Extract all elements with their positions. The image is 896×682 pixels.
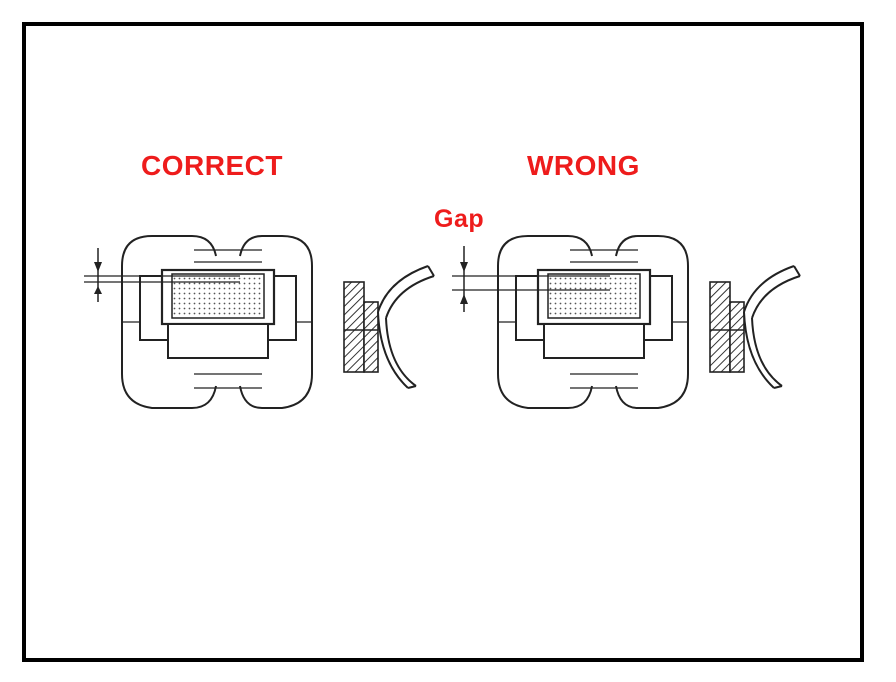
correct-core-drawing [120, 234, 314, 410]
wrong-clip-drawing [709, 265, 801, 389]
correct-clip-drawing [343, 265, 435, 389]
correct-dimension-marker [84, 248, 240, 302]
correct-title: CORRECT [141, 150, 283, 181]
wrong-title: WRONG [527, 150, 640, 181]
wrong-dimension-marker [452, 246, 610, 312]
wrong-core-drawing [496, 234, 690, 410]
gap-label: Gap [434, 205, 485, 233]
